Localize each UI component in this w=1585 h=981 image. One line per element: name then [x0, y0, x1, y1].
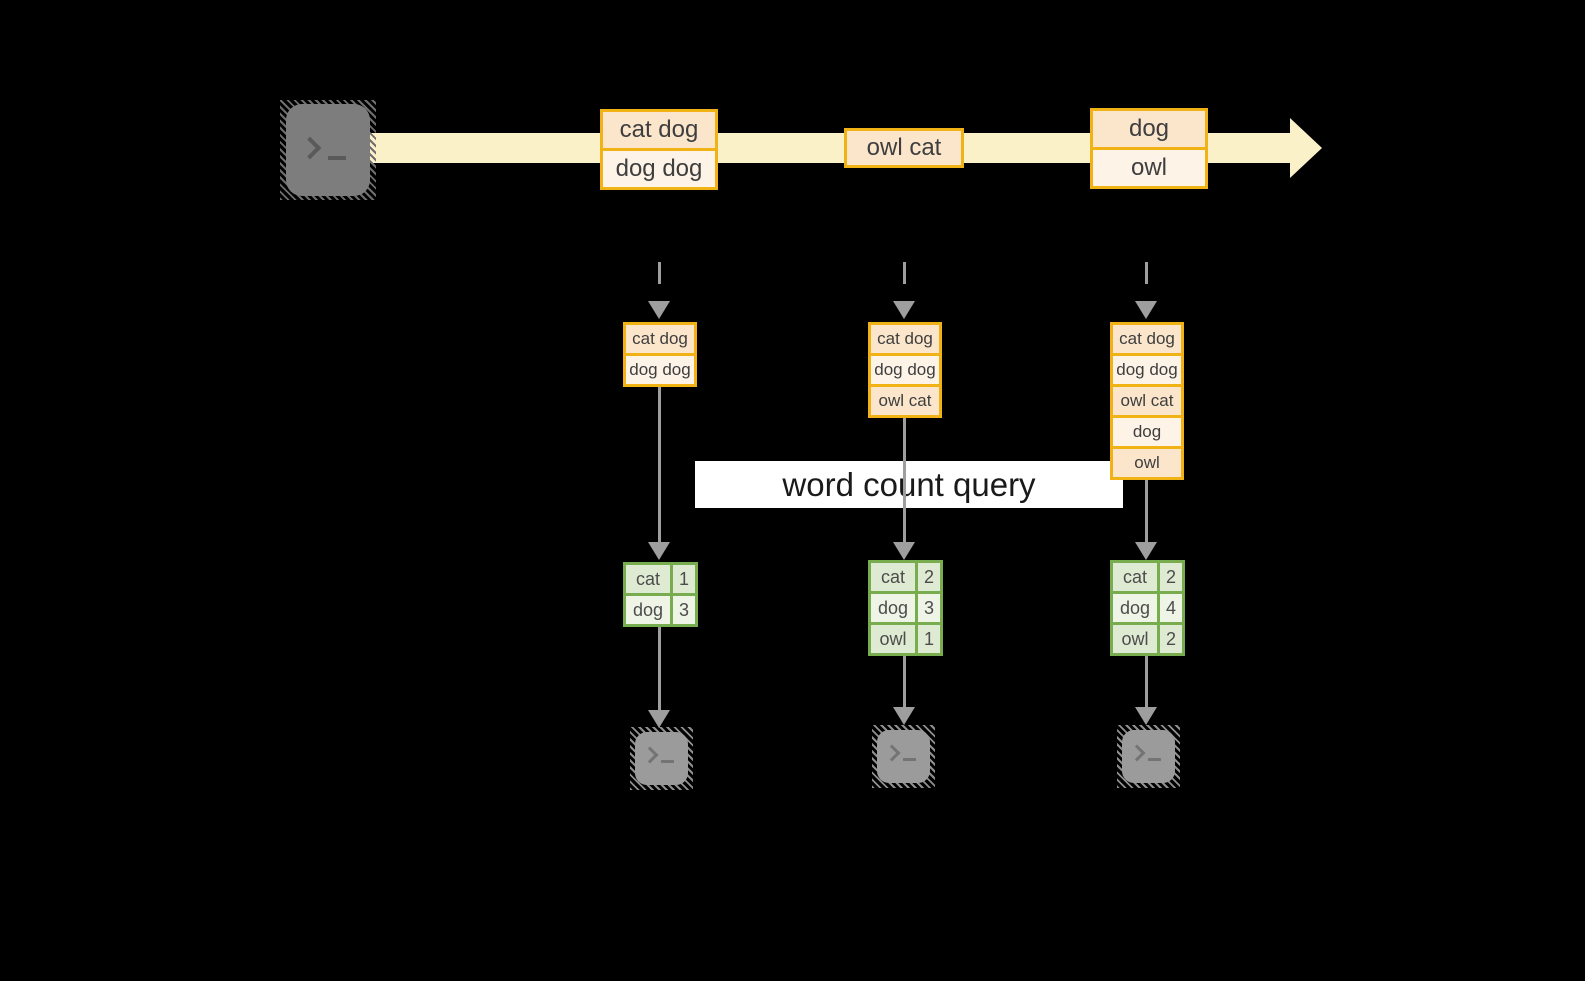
ingest-arrowhead-2-icon — [893, 301, 915, 319]
terminal-sink-icon-1 — [630, 727, 693, 790]
stream-batch-2: owl cat — [844, 128, 964, 168]
count-value-cell: 2 — [1160, 625, 1182, 653]
query-label-band: word count query — [695, 461, 1123, 508]
query-arrowhead-2-icon — [893, 542, 915, 560]
query-label: word count query — [782, 465, 1036, 503]
prompt-chevron-icon — [883, 744, 901, 762]
state-buffer-3: cat dog dog dog owl cat dog owl — [1110, 322, 1184, 480]
output-arrowhead-2-icon — [893, 707, 915, 725]
count-word-cell: cat — [1113, 563, 1157, 591]
output-arrow-2 — [903, 656, 906, 707]
query-arrow-2 — [903, 418, 906, 542]
ingest-arrowhead-1-icon — [648, 301, 670, 319]
output-arrow-3 — [1145, 656, 1148, 707]
state-row: owl — [1113, 449, 1181, 477]
terminal-sink-icon-3 — [1117, 725, 1180, 788]
terminal-screen — [877, 730, 930, 783]
count-word-cell: cat — [871, 563, 915, 591]
terminal-screen — [635, 732, 688, 785]
state-row: cat dog — [626, 325, 694, 353]
batch-row: owl — [1093, 150, 1205, 186]
ingest-arrow-3 — [1145, 262, 1148, 302]
prompt-chevron-icon — [641, 746, 659, 764]
output-arrowhead-1-icon — [648, 710, 670, 728]
ingest-arrowhead-3-icon — [1135, 301, 1157, 319]
count-table-2: cat 2 dog 3 owl 1 — [868, 560, 943, 656]
terminal-screen — [286, 104, 370, 196]
count-word-cell: dog — [626, 596, 670, 624]
state-row: cat dog — [871, 325, 939, 353]
stream-batch-1: cat dog dog dog — [600, 109, 718, 190]
batch-row: cat dog — [603, 112, 715, 148]
terminal-screen — [1122, 730, 1175, 783]
query-arrow-1 — [658, 387, 661, 542]
prompt-cursor-icon — [328, 156, 346, 160]
state-row: owl cat — [871, 387, 939, 415]
stream-batch-3: dog owl — [1090, 108, 1208, 189]
count-word-cell: dog — [1113, 594, 1157, 622]
prompt-cursor-icon — [903, 758, 916, 761]
ingest-arrow-1 — [658, 262, 661, 302]
state-buffer-2: cat dog dog dog owl cat — [868, 322, 942, 418]
prompt-chevron-icon — [1128, 744, 1146, 762]
count-value-cell: 1 — [918, 625, 940, 653]
count-value-cell: 3 — [918, 594, 940, 622]
ingest-arrow-2 — [903, 262, 906, 302]
query-arrowhead-3-icon — [1135, 542, 1157, 560]
query-arrow-3 — [1145, 480, 1148, 542]
output-arrowhead-3-icon — [1135, 707, 1157, 725]
state-buffer-1: cat dog dog dog — [623, 322, 697, 387]
terminal-sink-icon-2 — [872, 725, 935, 788]
terminal-source-icon — [280, 100, 376, 200]
count-word-cell: dog — [871, 594, 915, 622]
count-value-cell: 3 — [673, 596, 695, 624]
count-value-cell: 2 — [1160, 563, 1182, 591]
state-row: dog — [1113, 418, 1181, 446]
state-row: owl cat — [1113, 387, 1181, 415]
batch-row: dog — [1093, 111, 1205, 147]
count-word-cell: cat — [626, 565, 670, 593]
prompt-chevron-icon — [298, 136, 322, 160]
batch-row: owl cat — [847, 131, 961, 165]
state-row: cat dog — [1113, 325, 1181, 353]
count-value-cell: 1 — [673, 565, 695, 593]
count-word-cell: owl — [871, 625, 915, 653]
state-row: dog dog — [626, 356, 694, 384]
state-row: dog dog — [871, 356, 939, 384]
count-value-cell: 2 — [918, 563, 940, 591]
count-value-cell: 4 — [1160, 594, 1182, 622]
state-row: dog dog — [1113, 356, 1181, 384]
prompt-cursor-icon — [661, 760, 674, 763]
query-arrowhead-1-icon — [648, 542, 670, 560]
count-table-1: cat 1 dog 3 — [623, 562, 698, 627]
count-table-3: cat 2 dog 4 owl 2 — [1110, 560, 1185, 656]
prompt-cursor-icon — [1148, 758, 1161, 761]
stream-arrowhead-icon — [1290, 118, 1322, 178]
output-arrow-1 — [658, 627, 661, 710]
count-word-cell: owl — [1113, 625, 1157, 653]
batch-row: dog dog — [603, 151, 715, 187]
